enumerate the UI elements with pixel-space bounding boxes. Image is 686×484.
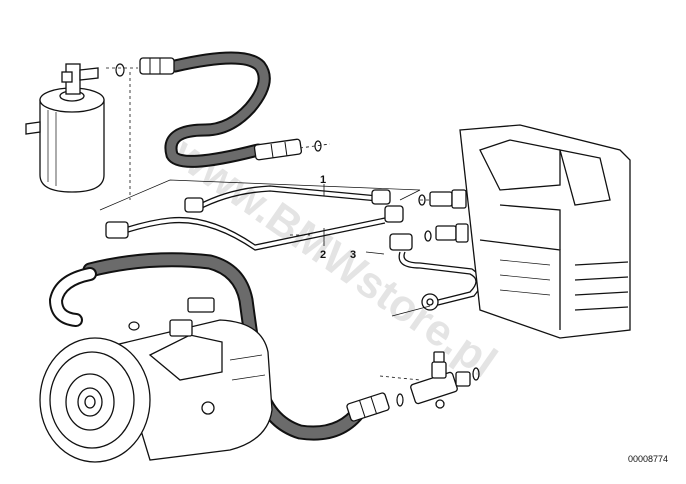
o-ring [115,63,125,77]
callout-2: 2 [320,249,326,261]
tee-fitting [410,351,480,409]
compressor [39,297,273,463]
o-ring [128,321,140,331]
upper-hose [139,51,303,168]
o-ring [314,140,322,152]
valve-fittings [418,189,469,243]
rigid-line-1 [184,185,391,213]
leader-lines [391,305,431,317]
callout-3: 3 [350,249,356,261]
callout-1: 1 [320,174,326,186]
part-number: 00008774 [628,454,668,464]
rigid-line-2 [105,205,404,251]
leader-lines [99,179,421,211]
evaporator-housing [459,124,631,339]
leader-lines [106,67,440,381]
receiver-drier [25,63,105,193]
callout-leader [365,251,385,255]
